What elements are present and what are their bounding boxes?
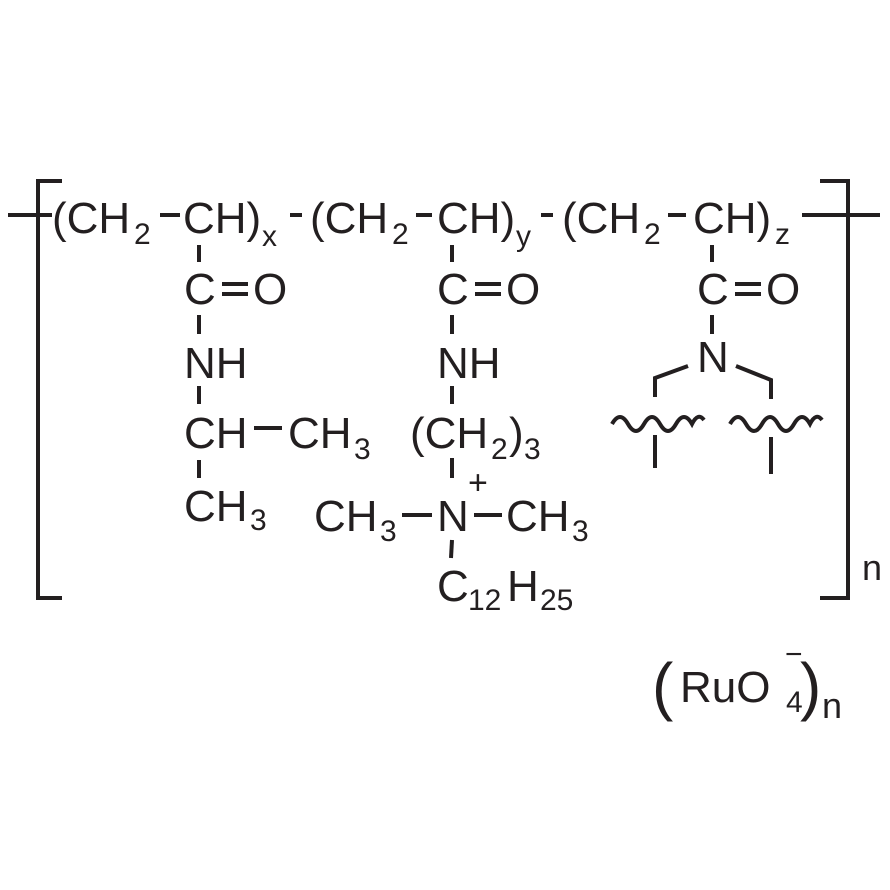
isopropylamide-side-chain: C O NH CH CH 3 CH 3 bbox=[184, 245, 371, 537]
subscript: 25 bbox=[540, 584, 573, 617]
negative-charge: − bbox=[785, 638, 803, 671]
subscript: 12 bbox=[468, 584, 501, 617]
ch: CH bbox=[184, 409, 248, 458]
subscript: 2 bbox=[644, 218, 661, 251]
dodecyl-c: C bbox=[437, 562, 469, 611]
propyl-open: (CH bbox=[410, 409, 488, 458]
backbone-unit-z: (CH 2 CH) z bbox=[562, 194, 790, 251]
paren-open: ( bbox=[652, 650, 673, 722]
index-z: z bbox=[775, 218, 790, 251]
perruthenate-counterion: ( RuO 4 − ) n bbox=[652, 638, 842, 726]
carbonyl-c: C bbox=[437, 265, 469, 314]
ammonium-n: N bbox=[437, 492, 469, 541]
subscript: 3 bbox=[524, 433, 541, 466]
nh: NH bbox=[437, 339, 501, 388]
ch2-open: (CH bbox=[562, 194, 640, 243]
counterion-n: n bbox=[822, 685, 842, 726]
positive-charge: + bbox=[468, 464, 488, 502]
methyl: CH bbox=[184, 482, 248, 531]
methyl-left: CH bbox=[314, 492, 378, 541]
dodecyl-h: H bbox=[507, 562, 539, 611]
carbonyl-c: C bbox=[184, 265, 216, 314]
nh: NH bbox=[184, 339, 248, 388]
paren-close: ) bbox=[800, 650, 821, 722]
repeat-n: n bbox=[862, 547, 882, 588]
amide-n: N bbox=[697, 333, 729, 382]
right-bracket bbox=[820, 179, 850, 600]
ch-close: CH) bbox=[437, 194, 515, 243]
carbonyl-c: C bbox=[697, 265, 729, 314]
subscript: 3 bbox=[250, 504, 267, 537]
subscript: 2 bbox=[392, 218, 409, 251]
wavy-bond-right bbox=[728, 414, 824, 433]
ch-close: CH) bbox=[183, 194, 261, 243]
bond bbox=[449, 539, 454, 559]
methyl: CH bbox=[288, 409, 352, 458]
subscript: 3 bbox=[380, 515, 397, 548]
carbonyl-o: O bbox=[253, 265, 287, 314]
subscript: 2 bbox=[134, 218, 151, 251]
branch-bond-left bbox=[653, 364, 689, 397]
subscript: 4 bbox=[786, 686, 803, 719]
ch2-open: (CH bbox=[52, 194, 130, 243]
subscript: 3 bbox=[572, 515, 589, 548]
ch-close: CH) bbox=[693, 194, 771, 243]
branch-bond-right bbox=[735, 364, 773, 399]
index-y: y bbox=[516, 220, 531, 253]
ch2-open: (CH bbox=[310, 194, 388, 243]
propyl-close: ) bbox=[509, 409, 524, 458]
ammonium-side-chain: C O NH (CH 2 ) 3 + N CH 3 CH 3 C 12 H 25 bbox=[314, 245, 589, 617]
carbonyl-o: O bbox=[766, 265, 800, 314]
carbonyl-o: O bbox=[506, 265, 540, 314]
methyl-right: CH bbox=[506, 492, 570, 541]
backbone-unit-y: (CH 2 CH) y bbox=[310, 194, 553, 253]
subscript: 3 bbox=[354, 433, 371, 466]
crosslink-side-chain: C O N bbox=[610, 245, 824, 474]
wavy-bond-left bbox=[610, 414, 706, 433]
index-x: x bbox=[262, 220, 277, 253]
left-bracket bbox=[36, 179, 62, 600]
ruo-formula: RuO bbox=[680, 663, 770, 712]
subscript: 2 bbox=[491, 433, 508, 466]
backbone-unit-x: (CH 2 CH) x bbox=[52, 194, 302, 253]
